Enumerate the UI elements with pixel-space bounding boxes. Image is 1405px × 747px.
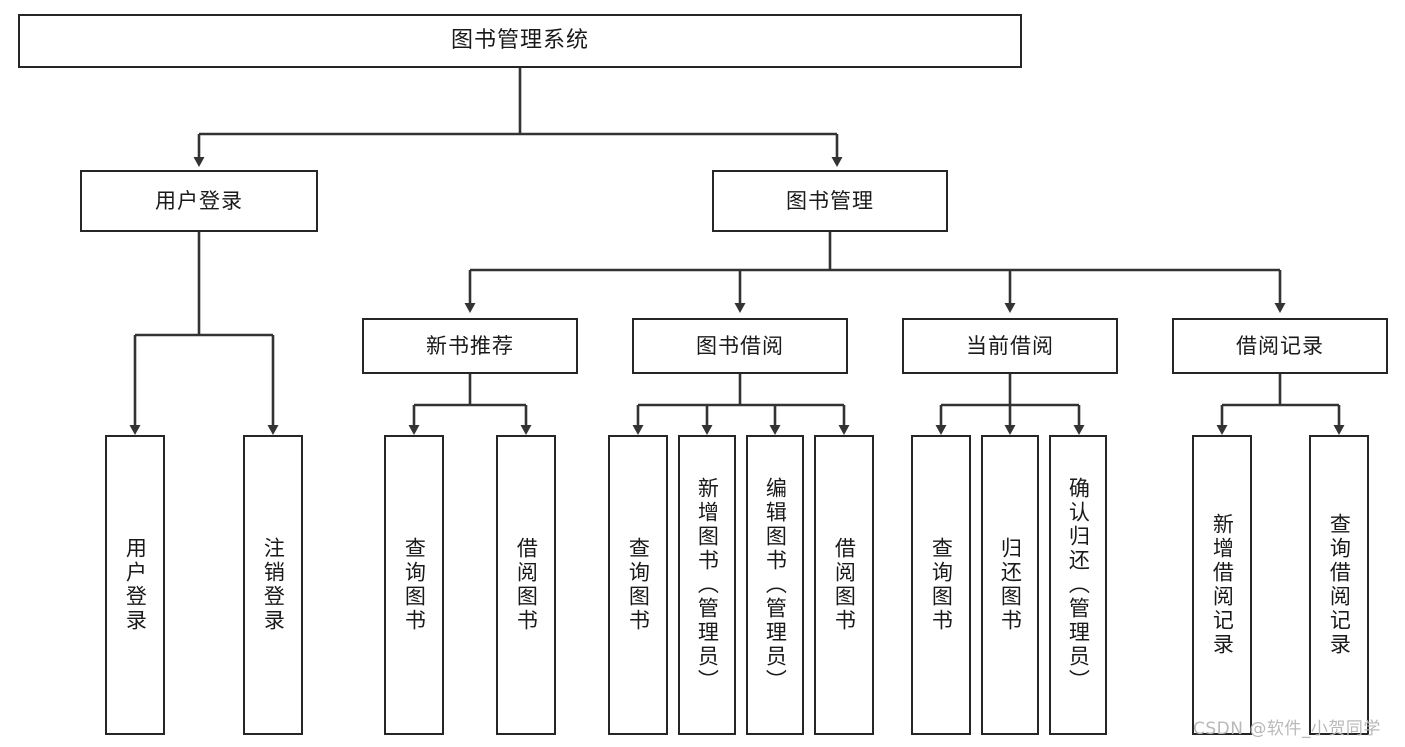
node-label: 注销登录 [261, 537, 286, 633]
node-leaf-user-login[interactable]: 用户登录 [105, 435, 165, 735]
node-leaf-borrow-book-1[interactable]: 借阅图书 [496, 435, 556, 735]
node-leaf-borrow-book-2[interactable]: 借阅图书 [814, 435, 874, 735]
node-label: 借阅图书 [514, 537, 539, 633]
node-label: 归还图书 [998, 537, 1023, 633]
node-label: 查询借阅记录 [1327, 513, 1352, 657]
node-leaf-add-book[interactable]: 新增图书（管理员） [678, 435, 736, 735]
watermark: CSDN @软件_小贺同学 [1193, 719, 1381, 739]
node-leaf-query-book-2[interactable]: 查询图书 [608, 435, 668, 735]
node-current-borrow[interactable]: 当前借阅 [902, 318, 1118, 374]
node-leaf-query-record[interactable]: 查询借阅记录 [1309, 435, 1369, 735]
node-label: 查询图书 [626, 537, 651, 633]
node-label: 查询图书 [402, 537, 427, 633]
node-new-book-recommend[interactable]: 新书推荐 [362, 318, 578, 374]
node-leaf-add-record[interactable]: 新增借阅记录 [1192, 435, 1252, 735]
node-book-manage[interactable]: 图书管理 [712, 170, 948, 232]
node-borrow-record[interactable]: 借阅记录 [1172, 318, 1388, 374]
node-user-login[interactable]: 用户登录 [80, 170, 318, 232]
node-label: 用户登录 [123, 537, 148, 633]
node-label: 借阅图书 [832, 537, 857, 633]
node-label: 新增借阅记录 [1210, 513, 1235, 657]
node-label: 新增图书（管理员） [695, 477, 720, 693]
node-leaf-logout[interactable]: 注销登录 [243, 435, 303, 735]
node-leaf-edit-book[interactable]: 编辑图书（管理员） [746, 435, 804, 735]
node-book-borrow[interactable]: 图书借阅 [632, 318, 848, 374]
node-leaf-query-book-1[interactable]: 查询图书 [384, 435, 444, 735]
node-leaf-return-book[interactable]: 归还图书 [981, 435, 1039, 735]
node-leaf-query-book-3[interactable]: 查询图书 [911, 435, 971, 735]
node-label: 查询图书 [929, 537, 954, 633]
node-leaf-confirm-return[interactable]: 确认归还（管理员） [1049, 435, 1107, 735]
node-label: 编辑图书（管理员） [763, 477, 788, 693]
node-root[interactable]: 图书管理系统 [18, 14, 1022, 68]
node-label: 确认归还（管理员） [1066, 477, 1091, 693]
